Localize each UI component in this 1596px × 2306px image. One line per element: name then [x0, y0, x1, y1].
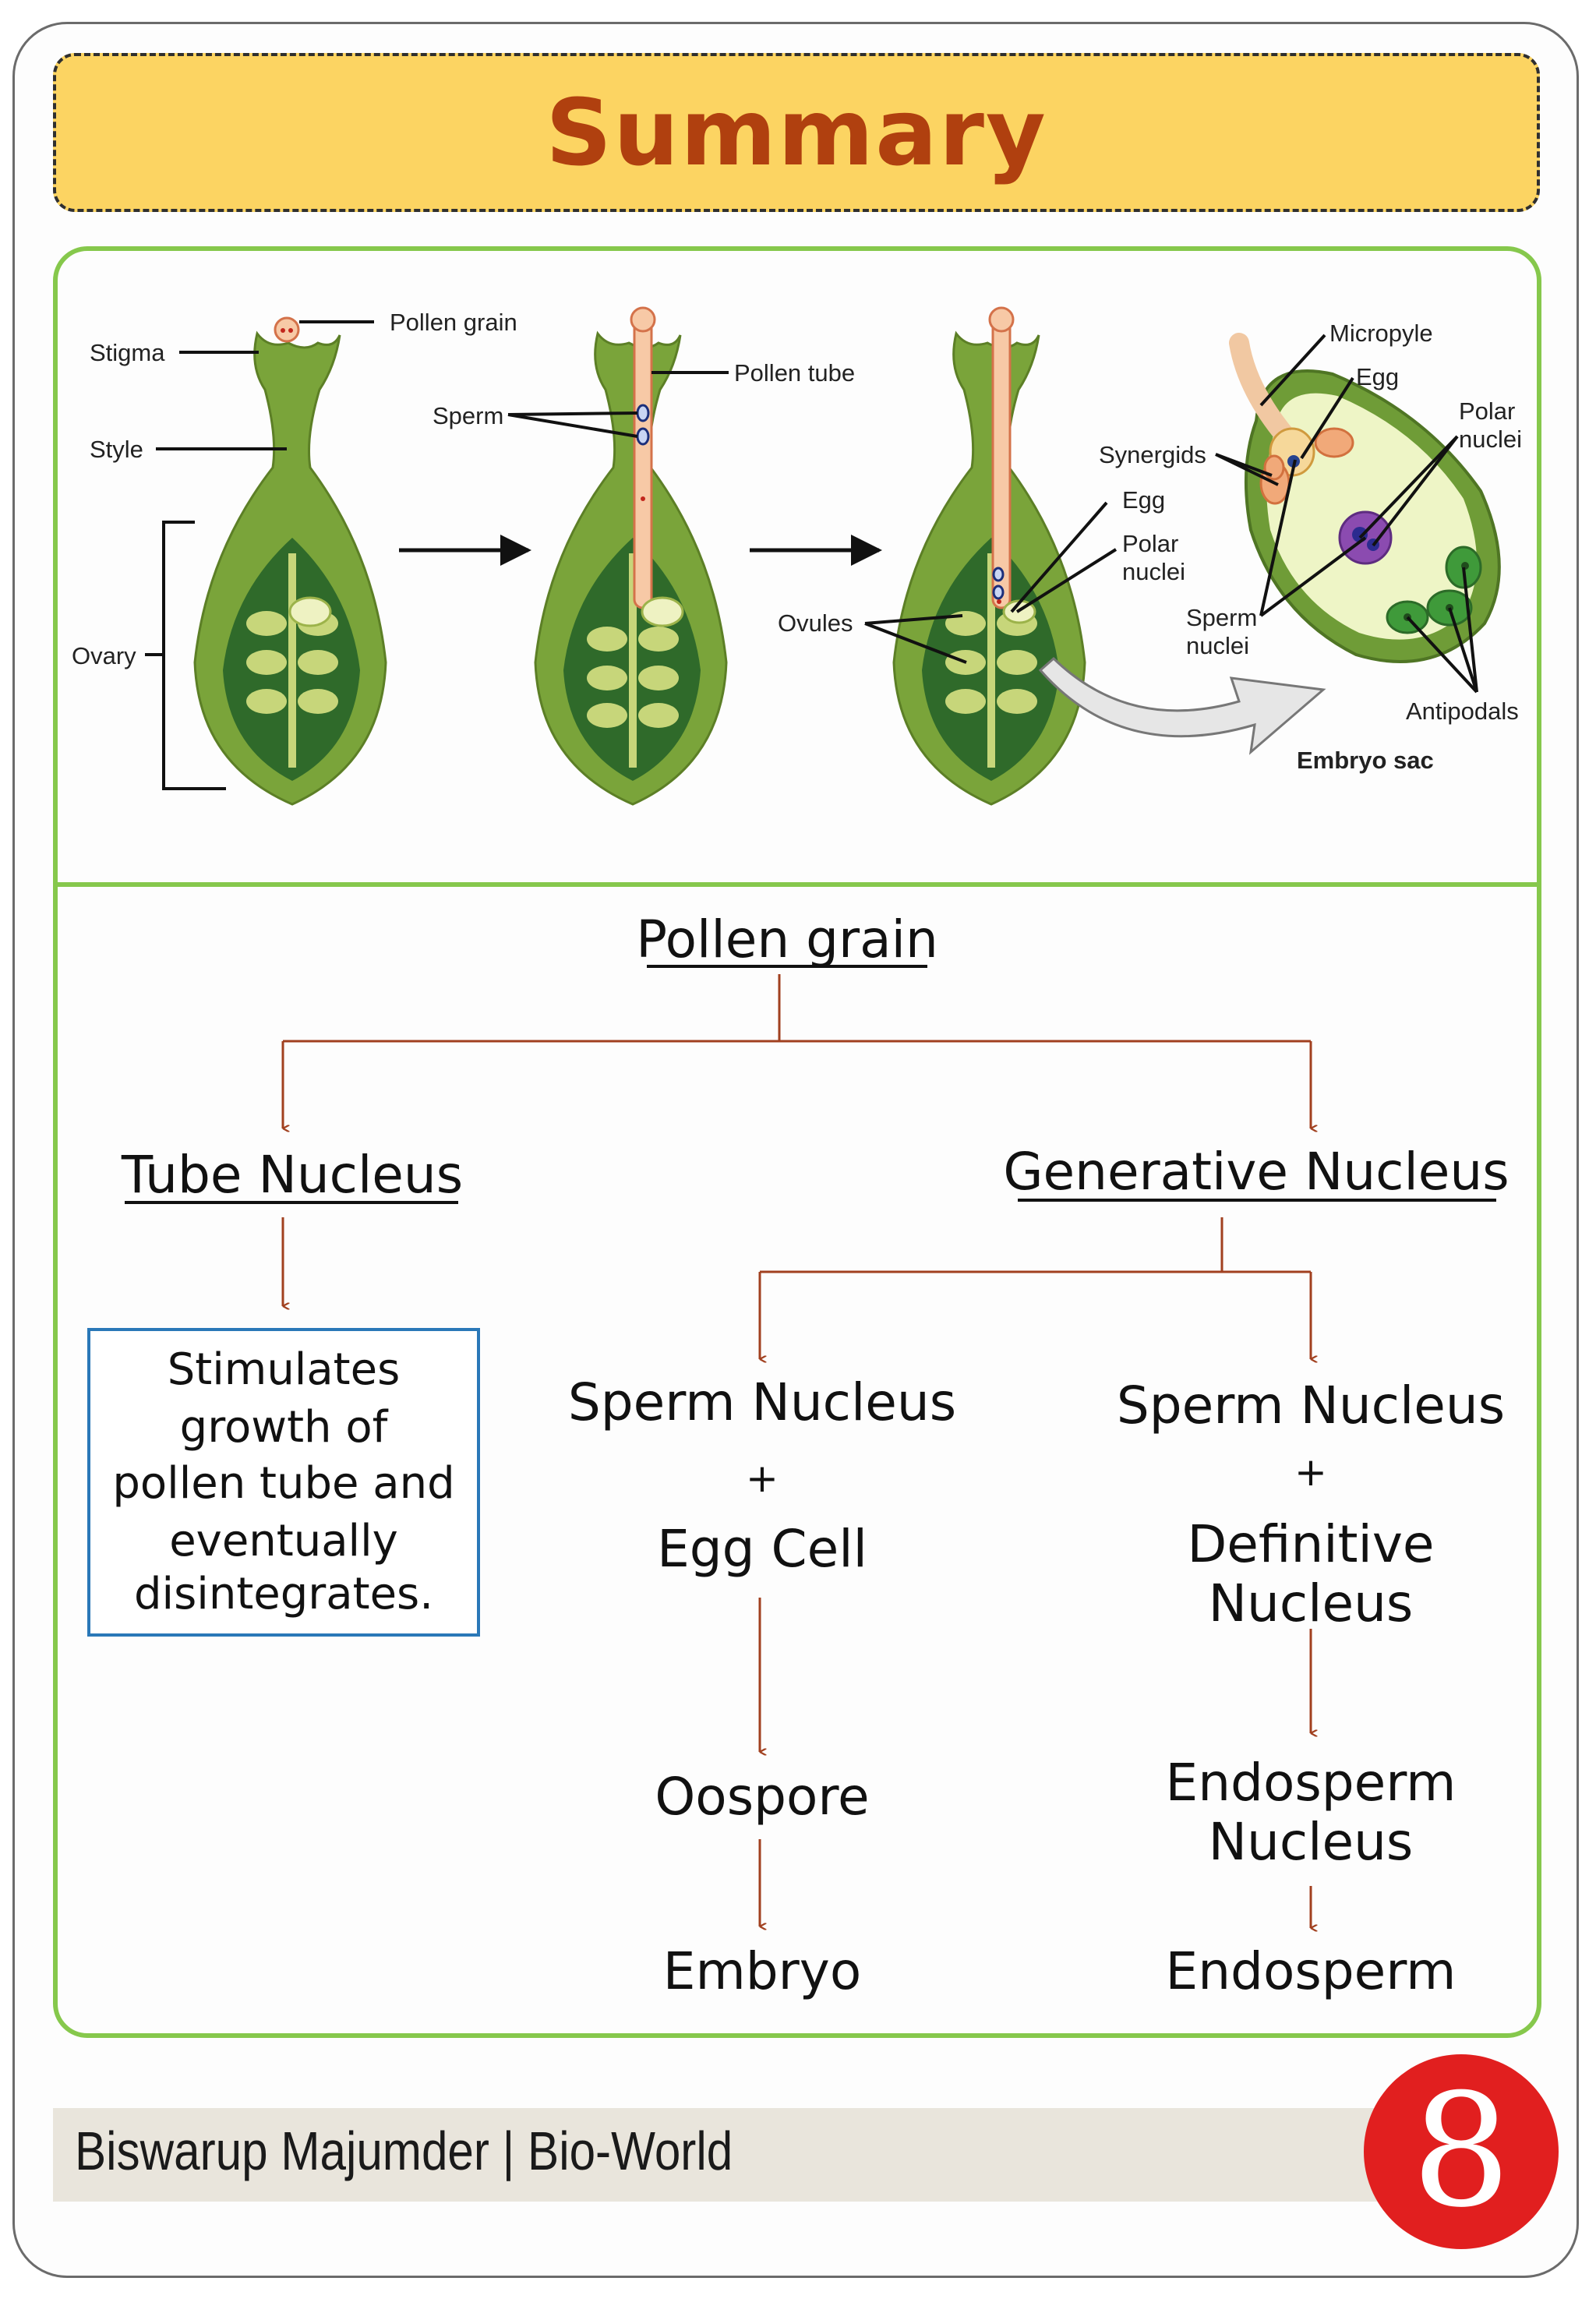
pistil-2 [534, 306, 728, 806]
right-endosperm-nucleus-b: Nucleus [1209, 1812, 1414, 1872]
label-stigma: Stigma [90, 339, 165, 366]
label-ovary: Ovary [72, 642, 136, 669]
label-pollen-grain: Pollen grain [390, 309, 517, 336]
label-ovules: Ovules [778, 609, 853, 637]
label-polar-nuclei-1b: nuclei [1122, 558, 1185, 585]
footer-band [53, 2108, 1425, 2202]
label-egg-1: Egg [1122, 486, 1165, 514]
pistil-3 [892, 306, 1086, 806]
right-definitive: Definitive [1187, 1514, 1434, 1574]
panel-divider [53, 882, 1541, 887]
label-polar-nuclei-2b: nuclei [1459, 426, 1522, 453]
label-embryo-sac: Embryo sac [1297, 747, 1434, 774]
right-definitive-nucleus: Nucleus [1209, 1573, 1414, 1633]
flowchart: Pollen grain Tube Nucleus Generative Nuc… [87, 909, 1509, 2001]
page-title: Summary [546, 79, 1047, 186]
label-polar-nuclei-2a: Polar [1459, 397, 1515, 425]
label-sperm-nuclei-b: nuclei [1186, 632, 1249, 659]
right-endosperm: Endosperm [1166, 1941, 1457, 2001]
tube-note-line-1: Stimulates [168, 1344, 401, 1395]
label-sperm: Sperm [433, 402, 503, 429]
label-style: Style [90, 436, 143, 463]
root-pollen-grain: Pollen grain [636, 909, 938, 969]
pistil-diagram: Stigma Style Ovary Pollen grain Sperm Po… [72, 306, 1522, 806]
label-sperm-nuclei-a: Sperm [1186, 604, 1257, 631]
label-pollen-tube: Pollen tube [734, 359, 855, 387]
left-plus: + [746, 1456, 779, 1501]
label-micropyle: Micropyle [1329, 320, 1433, 347]
right-sperm-nucleus: Sperm Nucleus [1117, 1375, 1505, 1436]
left-egg-cell: Egg Cell [657, 1519, 867, 1579]
right-endosperm-nucleus-a: Endosperm [1166, 1753, 1457, 1813]
footer-credit: Biswarup Majumder | Bio-World [75, 2121, 733, 2181]
tube-note-line-5: disintegrates. [134, 1569, 433, 1619]
pistil-1 [193, 316, 387, 806]
tube-note-line-4: eventually [169, 1516, 398, 1566]
page-number-badge: 8 [1364, 2054, 1559, 2249]
left-oospore: Oospore [655, 1767, 869, 1827]
embryo-sac [1229, 333, 1501, 663]
generative-nucleus-heading: Generative Nucleus [1003, 1142, 1509, 1202]
label-polar-nuclei-1a: Polar [1122, 530, 1178, 557]
tube-nucleus-heading: Tube Nucleus [121, 1145, 463, 1205]
tube-note-line-3: pollen tube and [112, 1458, 454, 1509]
left-embryo: Embryo [663, 1941, 861, 2001]
left-sperm-nucleus: Sperm Nucleus [568, 1372, 956, 1432]
tube-note-line-2: growth of [180, 1402, 389, 1453]
label-egg-2: Egg [1356, 363, 1399, 390]
label-synergids: Synergids [1099, 441, 1206, 468]
title-banner: Summary [53, 53, 1540, 212]
tube-note-box [87, 1328, 480, 1637]
right-plus: + [1294, 1450, 1327, 1495]
label-antipodals: Antipodals [1406, 697, 1519, 725]
page-number: 8 [1411, 2061, 1511, 2242]
